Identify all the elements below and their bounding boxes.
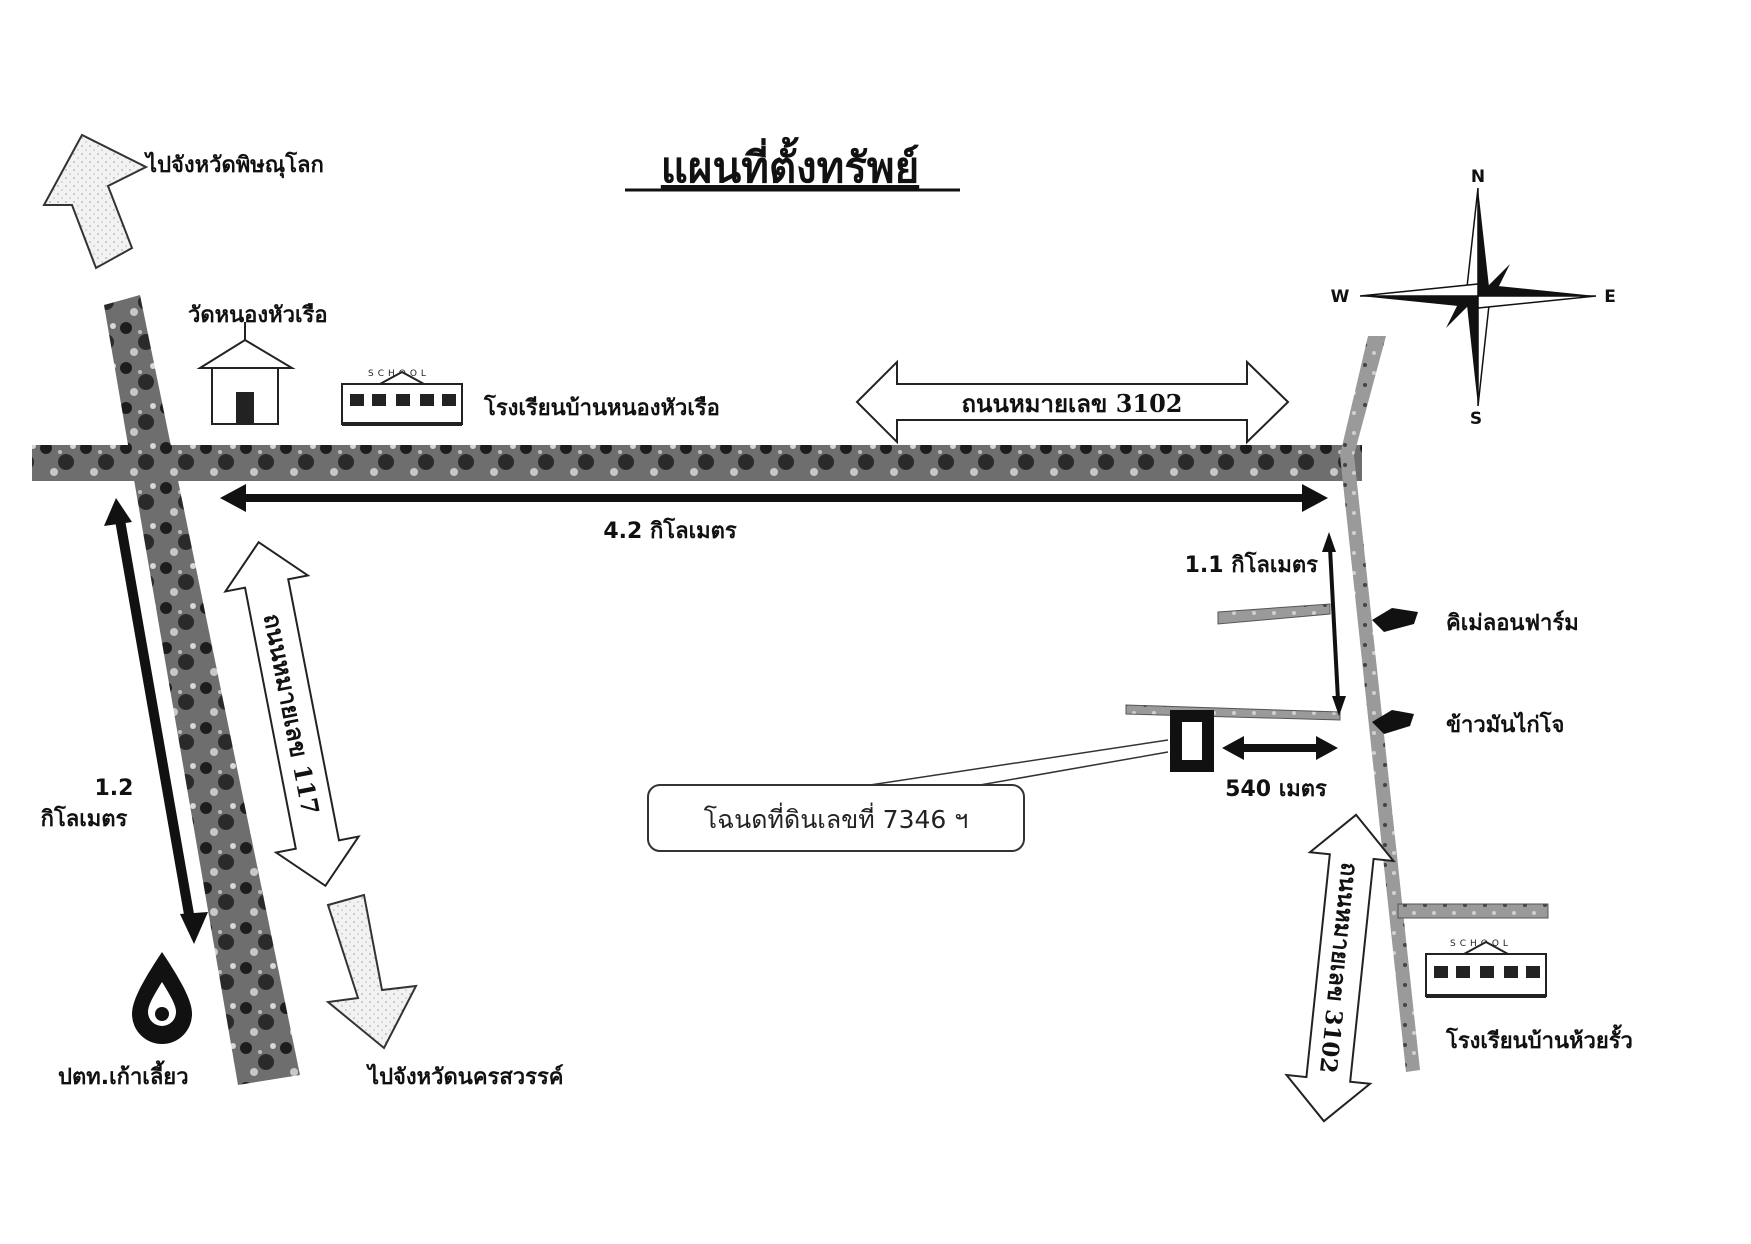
gas-station-icon — [132, 952, 192, 1044]
compass-north-label: N — [1471, 167, 1485, 187]
farm-label: คิเม่ลอนฟาร์ม — [1446, 610, 1579, 636]
to-phitsanulok-label: ไปจังหวัดพิษณุโลก — [144, 151, 324, 179]
restaurant-label: ข้าวมันไก่โจ — [1446, 711, 1564, 738]
compass-east-label: E — [1604, 287, 1616, 307]
plot-deed-label: โฉนดที่ดินเลขที่ 7346 ฯ — [704, 802, 969, 834]
distance-4-2km-label: 4.2 กิโลเมตร — [603, 517, 737, 544]
farm-marker-icon — [1372, 608, 1418, 632]
road-3102-vertical-sign: ถนนหมายเลข 3102 — [1284, 813, 1396, 1123]
restaurant-marker-icon — [1372, 710, 1414, 734]
side-street-farm — [1217, 603, 1331, 625]
side-street-plot — [1125, 704, 1341, 721]
distance-540m-label: 540 เมตร — [1225, 777, 1327, 802]
plot-callout-line-1 — [869, 739, 1169, 786]
temple-icon — [196, 322, 296, 425]
to-nakhon-sawan-label: ไปจังหวัดนครสวรรค์ — [366, 1063, 564, 1090]
distance-1-2km-arrow — [104, 498, 208, 944]
plot-callout-box — [647, 784, 1025, 852]
road-3102-horizontal-sign — [855, 359, 1290, 445]
school-south-sign: SCHOOL — [1450, 939, 1512, 949]
road-3102-horizontal-label: ถนนหมายเลข 3102 — [962, 389, 1183, 418]
road-3102-horizontal — [32, 445, 1362, 481]
school-north-label: โรงเรียนบ้านหนองหัวเรือ — [483, 394, 720, 421]
distance-1-1km-label: 1.1 กิโลเมตร — [1185, 551, 1319, 578]
distance-1-2km-value: 1.2 — [95, 776, 134, 801]
compass-west-label: W — [1331, 287, 1350, 307]
compass-south-label: S — [1470, 409, 1482, 429]
side-street-school — [1397, 903, 1549, 919]
school-south-icon: SCHOOL — [1425, 939, 1547, 998]
gas-station-label: ปตท.เก้าเลี้ยว — [58, 1060, 189, 1090]
distance-1-2km-unit: กิโลเมตร — [41, 805, 128, 832]
temple-label: วัดหนองหัวเรือ — [188, 303, 328, 328]
road-3102-vertical — [1340, 336, 1420, 1072]
road-117 — [104, 295, 300, 1085]
map-title: แผนที่ตั้งทรัพย์ — [661, 136, 919, 192]
to-nakhon-sawan-arrow — [325, 893, 418, 1050]
distance-1-1km-arrow — [1322, 532, 1346, 716]
plot-callout-line-2 — [979, 751, 1169, 786]
distance-4-2km-arrow — [220, 484, 1328, 512]
land-plot-icon — [1170, 710, 1214, 772]
school-south-label: โรงเรียนบ้านห้วยรั้ว — [1445, 1024, 1633, 1054]
school-north-icon: SCHOOL — [341, 369, 463, 426]
compass-rose-icon — [1359, 187, 1597, 407]
distance-540m-arrow — [1222, 736, 1338, 760]
to-phitsanulok-arrow — [42, 133, 149, 270]
